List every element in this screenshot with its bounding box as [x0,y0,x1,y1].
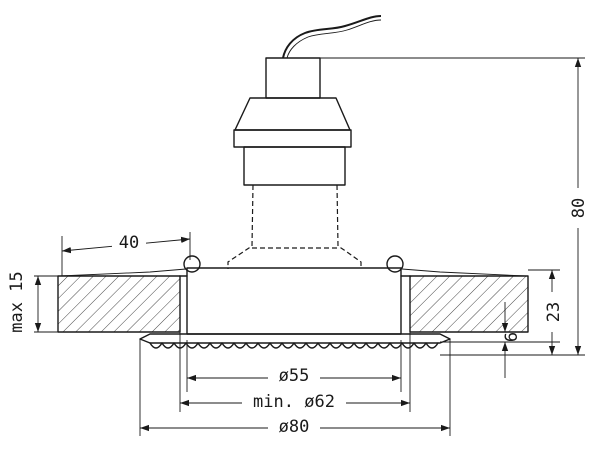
flange [139,333,451,344]
power-cable [282,15,382,59]
dim-label-62: min. ø62 [253,392,335,412]
socket-ring [233,129,352,148]
dim-label-23: 23 [544,302,564,322]
dim-label-max15: max 15 [7,271,27,332]
dim-label-40: 40 [119,233,139,253]
dim-label-80-diameter: ø80 [279,417,310,437]
ceiling-section-right [410,276,528,332]
lamp-base [243,146,346,186]
spring-clip-left [183,255,201,273]
dim-label-80: 80 [569,198,589,218]
ceiling-section-left [58,276,180,332]
decorative-scallops [149,342,439,349]
lamp-outline [227,184,362,269]
socket-top [265,57,321,99]
spring-clip-right [386,255,404,273]
dim-label-6: 6 [502,332,522,342]
socket-collar [234,97,351,131]
housing [186,267,402,335]
dim-label-55: ø55 [279,366,310,386]
